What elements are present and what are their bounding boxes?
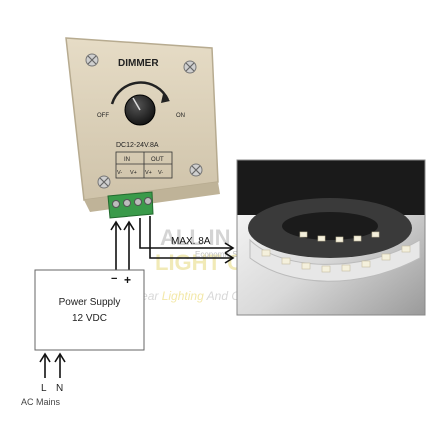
ac-mains-label: AC Mains bbox=[21, 397, 61, 407]
terminal-screw-icon bbox=[123, 199, 131, 207]
mains-l-label: L bbox=[41, 383, 47, 394]
dimmer-unit: DIMMER OFF ON DC12-24V.8A IN OUT V- V+ V… bbox=[65, 37, 220, 219]
rating-label: DC12-24V.8A bbox=[116, 142, 159, 149]
ac-mains bbox=[39, 352, 66, 378]
wire-out-2 bbox=[149, 216, 233, 259]
arrow-up-icon bbox=[123, 220, 135, 231]
plus-sign: + bbox=[124, 273, 131, 287]
watermark-tagline: Economic Solutions bbox=[195, 250, 265, 259]
off-label: OFF bbox=[97, 113, 109, 119]
in-label: IN bbox=[124, 157, 130, 163]
minus-sign: − bbox=[111, 273, 117, 285]
led-strip-photo bbox=[236, 159, 426, 316]
max-current-label: MAX. 8A bbox=[171, 236, 211, 247]
arrow-right-icon bbox=[224, 242, 235, 254]
terminal-label: V- bbox=[117, 170, 122, 176]
arrow-up-icon bbox=[39, 352, 51, 363]
arrow-right-icon bbox=[224, 252, 235, 264]
wires bbox=[110, 216, 235, 270]
power-supply: Power Supply 12 VDC − + bbox=[34, 269, 145, 351]
terminal-legend: IN OUT V- V+ V+ V- bbox=[115, 151, 173, 179]
arrow-up-icon bbox=[110, 220, 122, 231]
terminal-label: V- bbox=[158, 170, 163, 176]
wire-out-1 bbox=[139, 218, 233, 249]
led-chips bbox=[261, 231, 411, 273]
terminal-label: V+ bbox=[130, 170, 137, 176]
power-supply-voltage: 12 VDC bbox=[72, 313, 107, 324]
dial-arc bbox=[110, 81, 170, 105]
terminal-screw-icon bbox=[134, 198, 142, 206]
out-label: OUT bbox=[151, 157, 164, 163]
terminal-block bbox=[107, 191, 154, 219]
mains-n-label: N bbox=[56, 383, 63, 394]
dimmer-title: DIMMER bbox=[118, 58, 159, 69]
terminal-screw-icon bbox=[144, 197, 152, 205]
on-label: ON bbox=[176, 113, 185, 119]
terminal-label: V+ bbox=[145, 170, 152, 176]
arrow-up-icon bbox=[54, 352, 66, 363]
power-supply-title: Power Supply bbox=[59, 297, 121, 308]
terminal-screw-icon bbox=[112, 200, 120, 208]
